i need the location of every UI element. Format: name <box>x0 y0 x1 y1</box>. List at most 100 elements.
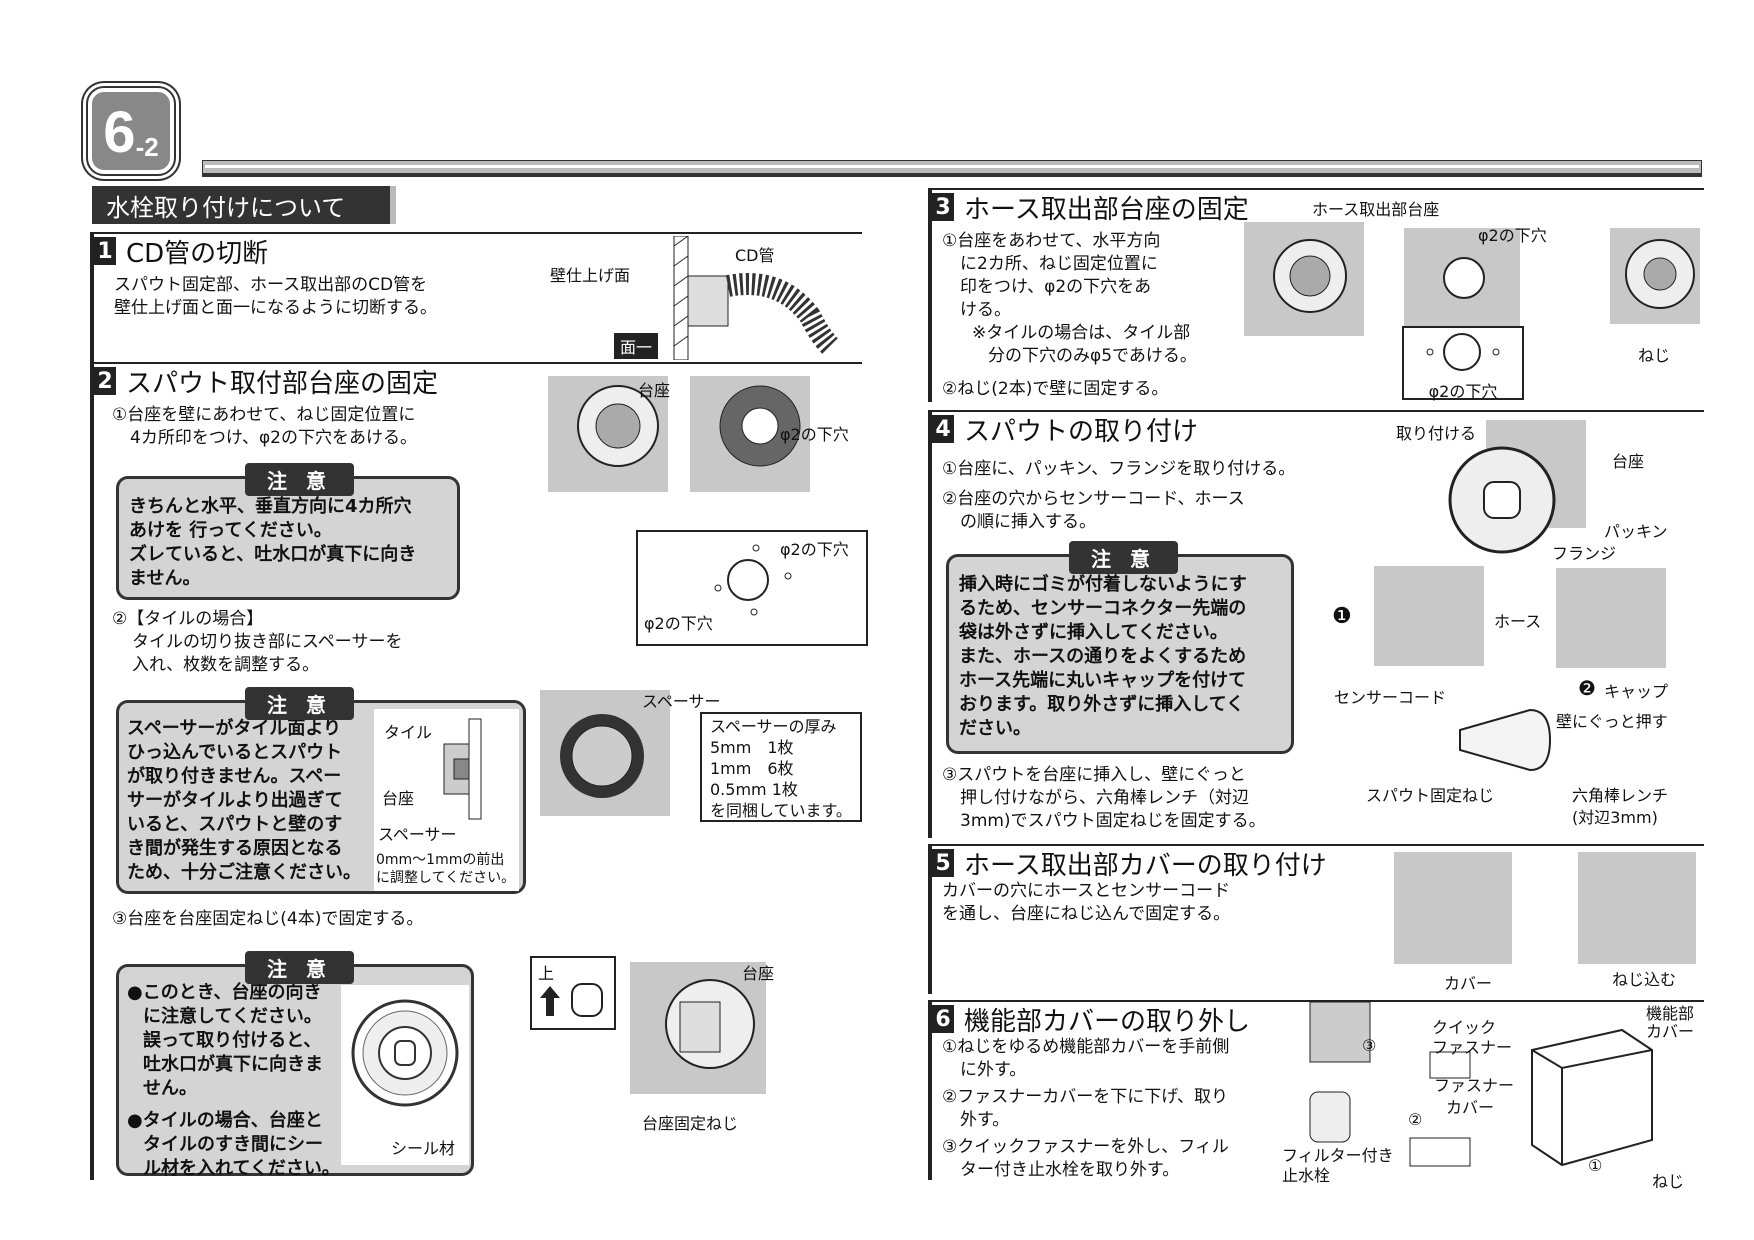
caution-box-1: 注 意 きちんと水平、垂直方向に4カ所穴 あけを 行ってください。 ズレていると… <box>116 463 460 600</box>
tile-range-note: 0mm～1mmの前出 に調整してください。 <box>376 851 515 887</box>
text-line: に調整してください。 <box>376 870 516 886</box>
label-sensor-cord: センサーコード <box>1334 688 1447 707</box>
section-4-number: 4 <box>932 415 954 443</box>
text-line: ①ねじをゆるめ機能部カバーを手前側 <box>942 1037 1230 1057</box>
text-line: ける。 <box>960 300 1011 320</box>
text-line: ①台座をあわせて、水平方向 <box>942 231 1161 251</box>
label-filter-valve-2: 止水栓 <box>1282 1166 1331 1185</box>
label-quick-fastener-2: ファスナー <box>1432 1038 1513 1057</box>
label-function-cover-1: 機能部 <box>1646 1004 1695 1023</box>
text-line: 0.5mm 1枚 <box>710 780 798 799</box>
section-6: 6 機能部カバーの取り外し <box>928 1000 1704 1180</box>
text-line: カバーの穴にホースとセンサーコード <box>942 881 1231 901</box>
text-line: ル材を入れてください。 <box>143 1158 340 1179</box>
label-hole-2: φ2の下穴 <box>780 540 849 559</box>
s2-step3: ③台座を台座固定ねじ(4本)で固定する。 <box>112 909 424 929</box>
header-rule <box>202 160 1702 174</box>
text-line: に注意してください。 <box>143 1006 322 1027</box>
s5-text: カバーの穴にホースとセンサーコード を通し、台座にねじ込んで固定する。 <box>942 880 1230 926</box>
text-line: サーがタイルより出過ぎて <box>127 790 343 811</box>
label-hole: φ2の下穴 <box>1478 226 1547 245</box>
text-line: ひっ込んでいるとスパウト <box>127 742 343 763</box>
text-line: ※タイルの場合は、タイル部 <box>972 323 1191 343</box>
text-line: あけを 行ってください。 <box>129 520 332 541</box>
label-base-screw: 台座固定ねじ <box>642 1114 739 1133</box>
chapter-badge: 6-2 <box>86 86 176 176</box>
text-line: ①台座を壁にあわせて、ねじ固定位置に <box>112 405 416 425</box>
hose-base-mark-illustration <box>1244 222 1364 336</box>
text-line: ため、十分ご注意ください。 <box>127 862 361 883</box>
cover-attach-illustration <box>1394 852 1512 964</box>
label-cd-pipe: CD管 <box>735 246 775 265</box>
text-line: タイルの切り抜き部にスペーサーを <box>132 632 403 652</box>
step-marker-2: ❷ <box>1578 676 1596 700</box>
section-5-title: ホース取出部カバーの取り付け <box>964 850 1327 881</box>
s3-step2: ②ねじ(2本)で壁に固定する。 <box>942 379 1169 399</box>
section-1-header: 1 CD管の切断 <box>94 234 862 269</box>
flange-svg <box>1448 446 1556 554</box>
hose-drill-illustration <box>1404 228 1520 340</box>
text-line: に外す。 <box>960 1060 1027 1080</box>
section-3: 3 ホース取出部台座の固定 <box>928 188 1704 402</box>
label-base: 台座 <box>638 381 671 400</box>
label-hose: ホース <box>1494 612 1542 631</box>
caution-label: 注 意 <box>245 687 354 720</box>
s2-step1: ①台座を壁にあわせて、ねじ固定位置に 4カ所印をつけ、φ2の下穴をあける。 <box>112 404 417 450</box>
label-push-wall: 壁にぐっと押す <box>1556 712 1668 731</box>
text-line: また、ホースの通りをよくするため <box>959 646 1247 667</box>
section-4-title: スパウトの取り付け <box>964 416 1199 447</box>
label-flange: フランジ <box>1552 544 1617 563</box>
marker-1: ① <box>1588 1156 1603 1175</box>
section-1-number: 1 <box>94 237 116 265</box>
text-line: ●このとき、台座の向き <box>127 982 322 1003</box>
section-3-title: ホース取出部台座の固定 <box>964 194 1249 225</box>
label-fastener-cover-1: ファスナー <box>1434 1076 1515 1095</box>
section-2: 2 スパウト取付部台座の固定 <box>90 362 862 1180</box>
label-screw: ねじ <box>1652 1172 1685 1191</box>
text-line: 分の下穴のみφ5であける。 <box>988 346 1197 366</box>
label-cover: カバー <box>1444 974 1493 993</box>
step-marker-1: ❶ <box>1332 604 1352 629</box>
category-title: 水栓取り付けについて <box>92 186 396 224</box>
text-line: 5mm 1枚 <box>710 738 794 757</box>
text-line: せん。 <box>143 1078 197 1099</box>
section-6-title: 機能部カバーの取り外し <box>964 1006 1251 1037</box>
text-line: タイルのすき間にシー <box>143 1134 323 1155</box>
text-line: 入れ、枚数を調整する。 <box>132 655 320 675</box>
label-flush: 面一 <box>614 333 659 359</box>
cover-screw-illustration <box>1578 852 1696 964</box>
text-line: ③クイックファスナーを外し、フィル <box>942 1137 1229 1157</box>
section-4-header: 4 スパウトの取り付け <box>932 412 1704 447</box>
label-wrench: 六角棒レンチ <box>1572 786 1669 805</box>
s2-step2: ②【タイルの場合】 タイルの切り抜き部にスペーサーを 入れ、枚数を調整する。 <box>112 608 402 677</box>
section-4: 4 スパウトの取り付け <box>928 410 1704 838</box>
spacer-thickness-box: スペーサーの厚み 5mm 1枚 1mm 6枚 0.5mm 1枚 を同梱しています… <box>700 712 862 822</box>
base-mark-illustration <box>548 376 668 492</box>
label-hole: φ2の下穴 <box>1428 382 1498 401</box>
base-orientation-illustration <box>351 999 459 1107</box>
caution-box-2: 注 意 スペーサーがタイル面より ひっ込んでいるとスパウト が取り付きません。ス… <box>116 687 526 894</box>
text-line: スペーサーの厚み <box>710 717 837 736</box>
text-line: ②【タイルの場合】 <box>112 609 264 629</box>
text-line: ません。 <box>129 568 201 589</box>
label-base: 台座 <box>1612 452 1645 471</box>
text-line: 0mm～1mmの前出 <box>376 852 505 868</box>
caution-1-text: きちんと水平、垂直方向に4カ所穴 あけを 行ってください。 ズレていると、吐水口… <box>119 479 457 591</box>
text-line: 袋は外さずに挿入してください。 <box>959 622 1228 643</box>
label-quick-fastener-1: クイック <box>1432 1018 1497 1037</box>
text-line: 3mm)でスパウト固定ねじを固定する。 <box>960 811 1266 831</box>
chapter-minor: -2 <box>135 132 159 162</box>
label-tile: タイル <box>384 723 433 742</box>
text-line: 壁仕上げ面と面一になるように切断する。 <box>114 298 437 318</box>
section-3-header: 3 ホース取出部台座の固定 <box>932 190 1704 225</box>
label-filter-valve-1: フィルター付き <box>1282 1146 1394 1165</box>
section-1-text: スパウト固定部、ホース取出部のCD管を 壁仕上げ面と面一になるように切断する。 <box>114 274 862 320</box>
label-hose-base: ホース取出部台座 <box>1312 200 1440 219</box>
text-line: 誤って取り付けると、 <box>143 1030 322 1051</box>
base-screw-illustration <box>630 962 766 1094</box>
s4-step3: ③スパウトを台座に挿入し、壁にぐっと 押し付けながら、六角棒レンチ（対辺 3mm… <box>942 764 1266 833</box>
label-fastener-cover-2: カバー <box>1446 1098 1495 1117</box>
marker-3: ③ <box>1362 1036 1377 1055</box>
text-line: 外す。 <box>960 1110 1010 1130</box>
text-line: 吐水口が真下に向きま <box>143 1054 323 1075</box>
